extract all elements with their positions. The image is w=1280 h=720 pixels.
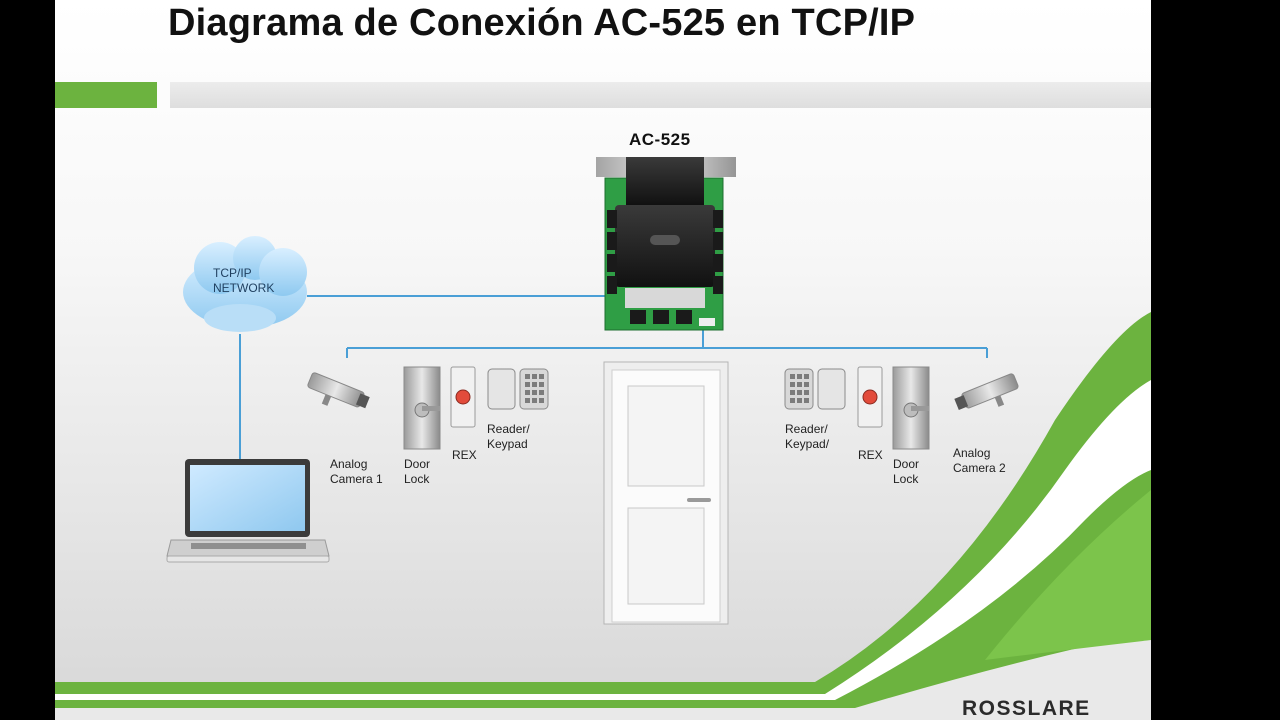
analog-camera-1-icon (307, 372, 370, 409)
rex-left-label: REX (452, 448, 477, 462)
title-accent-bar (55, 82, 157, 108)
door-lock-left-label: Door Lock (404, 457, 430, 487)
door-lock-right-label: Door Lock (893, 457, 919, 487)
door-lock-right-icon (892, 366, 930, 450)
door-lock-right-label-line2: Lock (893, 472, 919, 486)
reader-keypad-left-label-line1: Reader/ (487, 422, 530, 436)
laptop-icon (166, 459, 330, 563)
rex-right-label: REX (858, 448, 883, 462)
connection-wires (239, 295, 988, 462)
reader-keypad-right-label-line1: Reader/ (785, 422, 828, 436)
reader-keypad-left-icon (487, 368, 549, 410)
camera-2-label: Analog Camera 2 (953, 446, 1006, 476)
reader-keypad-right-label-line2: Keypad/ (785, 437, 830, 451)
camera-2-label-line1: Analog (953, 446, 991, 460)
controller-label: AC-525 (629, 130, 691, 149)
cloud-icon (183, 236, 307, 332)
rosslare-logo: ROSSLARE (962, 697, 1091, 720)
slide-title: Diagrama de Conexión AC-525 en TCP/IP (168, 2, 916, 44)
reader-keypad-left-label-line2: Keypad (487, 437, 528, 451)
door-lock-left-label-line1: Door (404, 457, 431, 471)
door-lock-left-icon (403, 366, 441, 450)
camera-1-label: Analog Camera 1 (330, 457, 383, 487)
camera-2-label-line2: Camera 2 (953, 461, 1006, 475)
reader-keypad-left-label: Reader/ Keypad (487, 422, 530, 452)
network-label-line2: NETWORK (213, 281, 275, 295)
door-icon (603, 361, 729, 625)
door-lock-right-label-line1: Door (893, 457, 920, 471)
green-swoosh-decoration (55, 312, 1151, 720)
camera-1-label-line1: Analog (330, 457, 368, 471)
network-label: TCP/IP NETWORK (213, 266, 274, 296)
camera-1-label-line2: Camera 1 (330, 472, 383, 486)
rex-right-icon (857, 366, 883, 428)
title-underline-bar (170, 82, 1151, 108)
rex-left-icon (450, 366, 476, 428)
reader-keypad-right-icon (784, 368, 846, 410)
network-label-line1: TCP/IP (213, 266, 252, 280)
slide: Diagrama de Conexión AC-525 en TCP/IP (55, 0, 1151, 720)
door-lock-left-label-line2: Lock (404, 472, 430, 486)
analog-camera-2-icon (954, 373, 1019, 410)
diagram-canvas (55, 157, 1151, 720)
reader-keypad-right-label: Reader/ Keypad/ (785, 422, 829, 452)
controller-board (596, 157, 736, 331)
